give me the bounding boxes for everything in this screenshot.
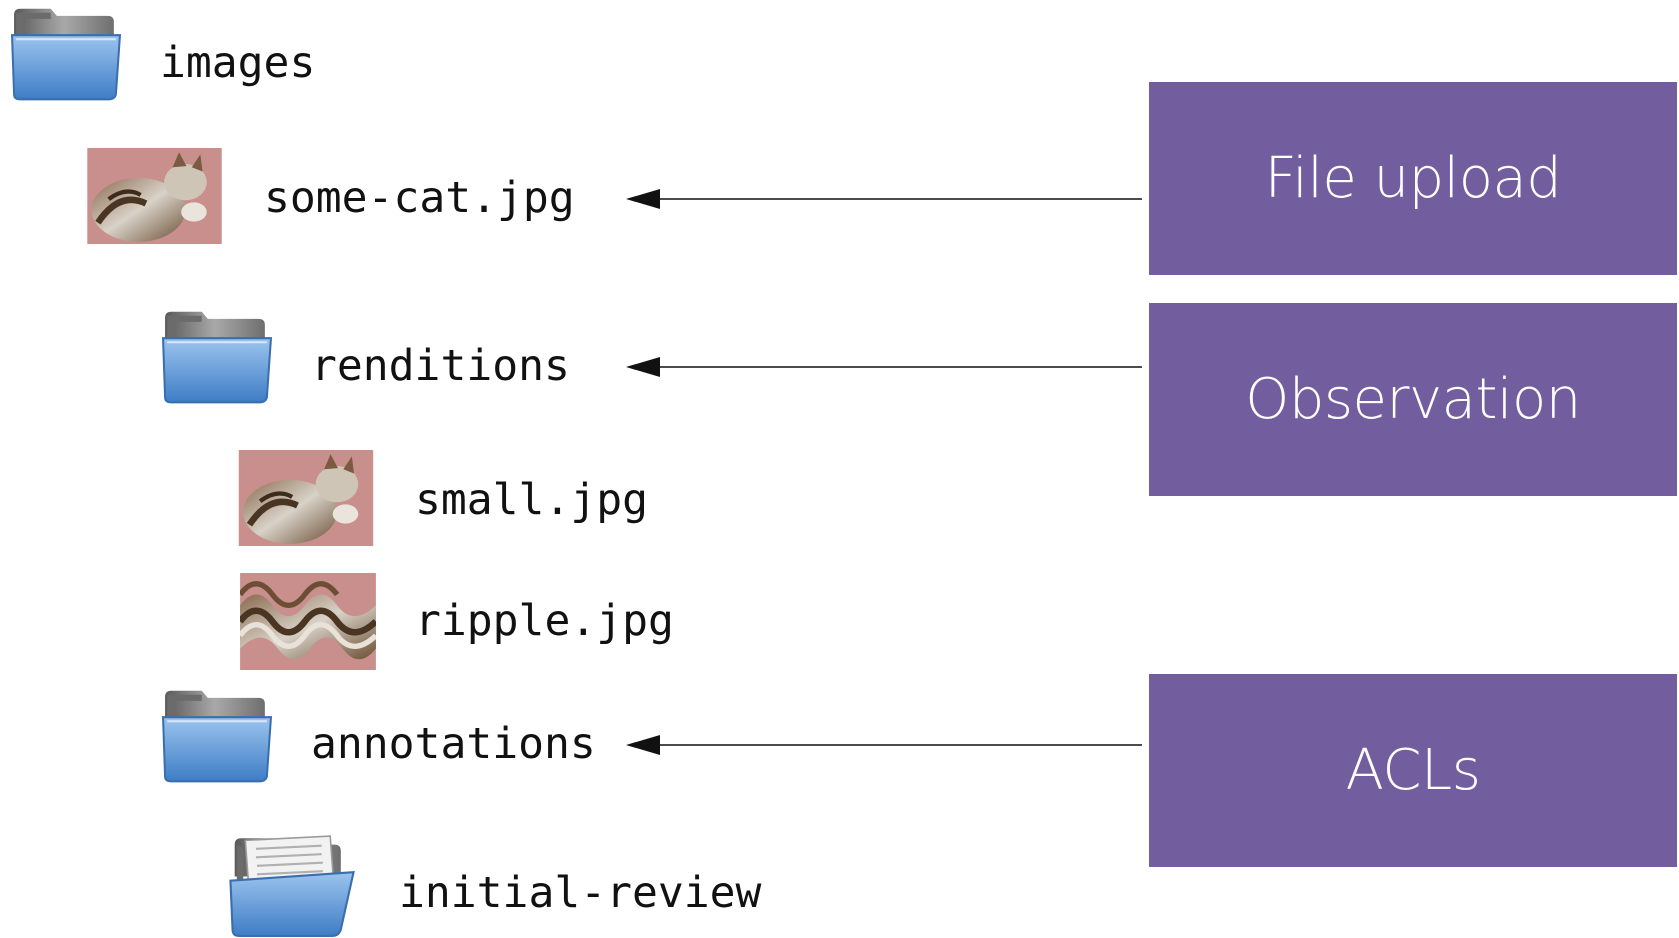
callout-acls: ACLs [1149,674,1677,867]
callout-file-upload: File upload [1149,82,1677,275]
arrow-acls [626,735,1142,755]
tree-label-ripple: ripple.jpg [415,596,674,646]
tree-label-images: images [160,38,316,88]
tree-label-initial-review: initial-review [399,868,762,918]
callout-observation: Observation [1149,303,1677,496]
tree-label-small: small.jpg [415,475,648,525]
tree-label-annotations: annotations [311,719,596,769]
tree-label-renditions: renditions [311,341,570,391]
arrow-observation [626,357,1142,377]
arrow-file-upload [626,189,1142,209]
tree-label-some-cat: some-cat.jpg [264,173,575,223]
